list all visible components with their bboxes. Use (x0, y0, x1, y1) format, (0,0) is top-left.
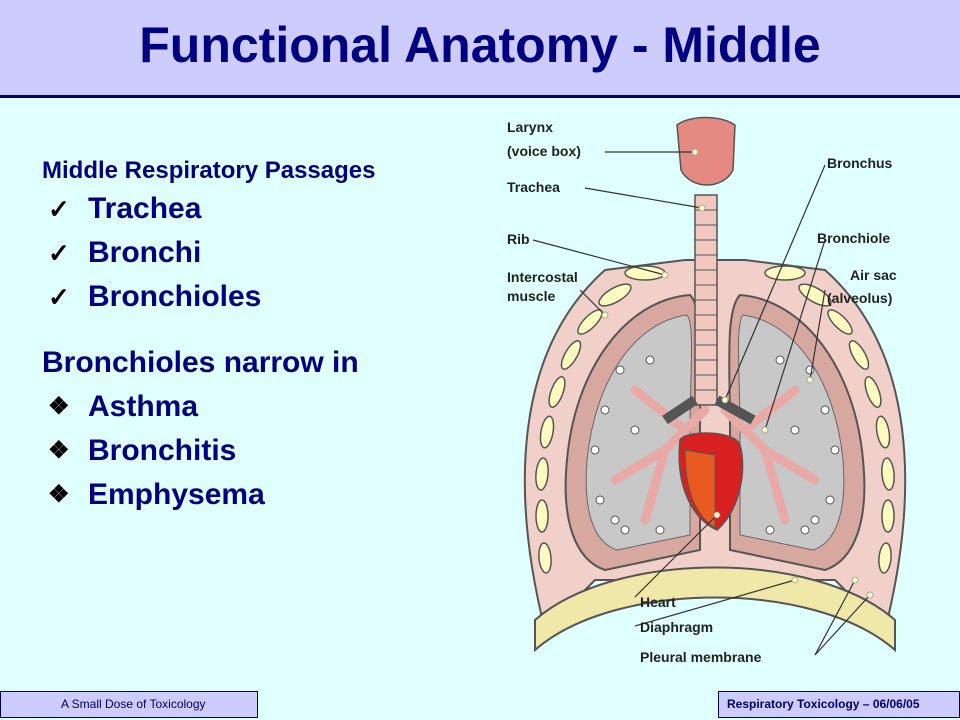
list-item-bronchitis: ❖ Bronchitis (42, 429, 502, 473)
bronchial-tree (610, 385, 820, 525)
bronchiole-twigs (590, 355, 840, 535)
list-item-label: Emphysema (88, 478, 265, 511)
label-bronchiole: Bronchiole (817, 230, 890, 246)
trachea-rings (695, 209, 717, 391)
check-mark-icon: ✓ (48, 238, 70, 268)
respiratory-diagram: Larynx (voice box) Trachea Rib Intercost… (507, 116, 907, 665)
list-item-bronchi: ✓ Bronchi (42, 231, 502, 275)
list-item-label: Bronchi (88, 236, 202, 269)
list-item-trachea: ✓ Trachea (42, 187, 502, 231)
label-bronchus: Bronchus (827, 155, 893, 171)
list-item-label: Asthma (88, 390, 199, 423)
footer-left-text: A Small Dose of Toxicology (61, 697, 206, 711)
section1-heading: Middle Respiratory Passages (42, 157, 376, 184)
main-bronchi (662, 395, 756, 425)
footer-left-box: A Small Dose of Toxicology (0, 691, 258, 718)
label-diaphragm: Diaphragm (640, 619, 713, 635)
label-alveolus: (alveolus) (827, 290, 892, 306)
label-trachea: Trachea (507, 179, 560, 195)
label-intercostal: Intercostal (507, 269, 578, 285)
label-rib: Rib (507, 231, 530, 247)
label-heart: Heart (640, 594, 676, 610)
diaphragm (534, 566, 896, 653)
four-diamond-icon: ❖ (48, 393, 70, 420)
footer-right-box: Respiratory Toxicology – 06/06/05 (718, 691, 960, 718)
section2-heading: Bronchioles narrow in (42, 346, 359, 379)
footer-right-text: Respiratory Toxicology – 06/06/05 (727, 697, 920, 711)
pointer-lines (532, 151, 871, 656)
list-item-label: Bronchioles (88, 280, 262, 313)
label-pleural-membrane: Pleural membrane (640, 649, 762, 665)
list-item-label: Trachea (88, 192, 202, 225)
list-item-label: Bronchitis (88, 434, 237, 467)
list-item-asthma: ❖ Asthma (42, 385, 502, 429)
list-item-emphysema: ❖ Emphysema (42, 473, 502, 517)
four-diamond-icon: ❖ (48, 437, 70, 464)
left-lung-tissue (585, 314, 693, 551)
four-diamond-icon: ❖ (48, 481, 70, 508)
header-band (0, 0, 960, 95)
slide-title: Functional Anatomy - Middle (139, 17, 821, 73)
header-rule (0, 95, 960, 98)
slide-content: Middle Respiratory Passages ✓ Trachea ✓ … (42, 155, 502, 517)
heart-right-chamber (684, 449, 716, 529)
label-larynx: Larynx (507, 119, 553, 135)
larynx (676, 116, 736, 186)
ribs-right (764, 265, 895, 574)
check-mark-icon: ✓ (48, 282, 70, 312)
check-mark-icon: ✓ (48, 194, 70, 224)
label-muscle: muscle (507, 288, 555, 304)
label-air-sac: Air sac (850, 267, 897, 283)
pointer-dots (601, 148, 874, 599)
list-item-bronchioles: ✓ Bronchioles (42, 275, 502, 319)
label-voice-box: (voice box) (507, 143, 581, 159)
